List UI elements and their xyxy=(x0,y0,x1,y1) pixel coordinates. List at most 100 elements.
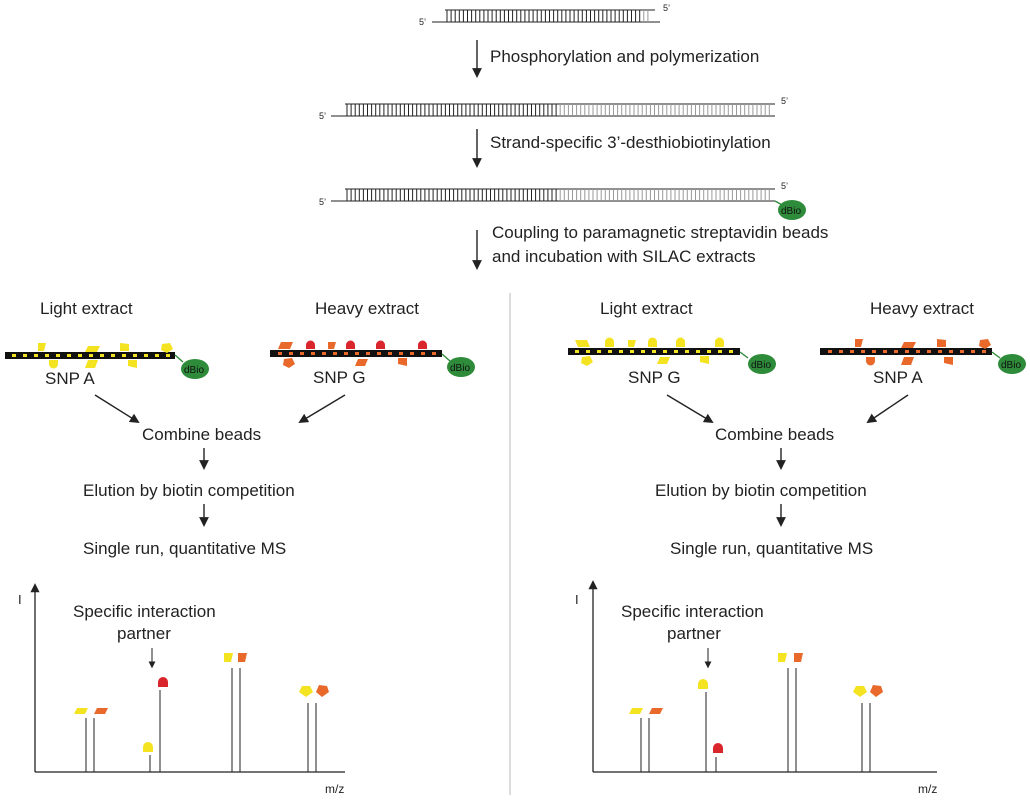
bead-dot xyxy=(23,354,27,357)
bead-dot xyxy=(410,352,414,355)
left-heavy-snp-label: SNP G xyxy=(313,368,366,387)
left-peak-light-parallelogram xyxy=(74,708,88,714)
right-light-biotin-label: dBio xyxy=(751,360,771,371)
right-peak-specific-dome xyxy=(713,743,723,753)
bead-dot xyxy=(166,354,170,357)
bead-dot xyxy=(289,352,293,355)
five-prime-label-left-mid: 5’ xyxy=(319,111,326,121)
right-peak-light-dome xyxy=(698,679,708,689)
left-combine-beads-label: Combine beads xyxy=(142,425,261,444)
five-prime-label-right-top: 5’ xyxy=(663,3,670,13)
left-peak-heavy-parallelogram xyxy=(94,708,108,714)
dna-oligo-short: 5’ 5’ xyxy=(419,3,670,27)
right-annotation-line1: Specific interaction xyxy=(621,602,764,621)
right-heavy-biotin-tag xyxy=(998,354,1026,374)
bead-dot xyxy=(56,354,60,357)
bead-dot xyxy=(12,354,16,357)
bead-dot xyxy=(322,352,326,355)
bead-dot xyxy=(960,350,964,353)
left-panel: Light extract Heavy extract dBio SNP A d… xyxy=(5,299,475,796)
bead-dot xyxy=(300,352,304,355)
right-heavy-strand: dBio xyxy=(820,339,1026,374)
bead-dot xyxy=(663,350,667,353)
left-ms-label: Single run, quantitative MS xyxy=(83,539,286,558)
right-arrow-heavy-to-combine xyxy=(866,394,909,424)
bead-dot xyxy=(718,350,722,353)
bead-dot xyxy=(597,350,601,353)
bead-dot xyxy=(828,350,832,353)
step-coupling-label-line1: Coupling to paramagnetic streptavidin be… xyxy=(492,223,828,242)
bead-dot xyxy=(421,352,425,355)
left-arrow-light-to-combine xyxy=(94,394,140,424)
left-peak-heavy-pentagon xyxy=(316,685,329,697)
bead-dot xyxy=(850,350,854,353)
right-light-strand: dBio xyxy=(568,337,776,374)
right-light-extract-label: Light extract xyxy=(600,299,693,318)
bead-dot xyxy=(982,350,986,353)
desthiobiotin-tag xyxy=(778,200,806,220)
left-x-axis-label: m/z xyxy=(325,782,344,796)
bead-dot xyxy=(861,350,865,353)
left-annotation-line1: Specific interaction xyxy=(73,602,216,621)
left-heavy-biotin-label: dBio xyxy=(450,363,470,374)
bead-dot xyxy=(311,352,315,355)
bead-dot xyxy=(133,354,137,357)
left-peak-light-clip xyxy=(224,653,233,662)
bead-dot xyxy=(894,350,898,353)
bead-dot xyxy=(355,352,359,355)
bead-dot xyxy=(45,354,49,357)
bead-dot xyxy=(971,350,975,353)
right-arrow-light-to-combine xyxy=(666,394,714,424)
right-peak-heavy-pentagon xyxy=(870,685,883,697)
bead-dot xyxy=(729,350,733,353)
left-y-axis-label: I xyxy=(18,592,22,607)
bead-dot xyxy=(839,350,843,353)
left-heavy-biotin-tag xyxy=(447,357,475,377)
bead-dot xyxy=(905,350,909,353)
right-x-axis-label: m/z xyxy=(918,782,937,796)
bead-dot xyxy=(938,350,942,353)
bead-dot xyxy=(586,350,590,353)
right-light-snp-label: SNP G xyxy=(628,368,681,387)
bead-dot xyxy=(388,352,392,355)
left-light-biotin-tag xyxy=(181,359,209,379)
bead-dot xyxy=(399,352,403,355)
bead-dot xyxy=(949,350,953,353)
right-heavy-snp-label: SNP A xyxy=(873,368,923,387)
bead-dot xyxy=(278,352,282,355)
bead-dot xyxy=(927,350,931,353)
five-prime-label-left-top: 5’ xyxy=(419,17,426,27)
left-elution-label: Elution by biotin competition xyxy=(83,481,295,500)
right-ms-label: Single run, quantitative MS xyxy=(670,539,873,558)
left-peak-light-pentagon xyxy=(299,686,313,697)
step-coupling-label-line2: and incubation with SILAC extracts xyxy=(492,247,756,266)
dna-polymer: 5’ 5’ xyxy=(319,96,788,121)
bead-dot xyxy=(111,354,115,357)
right-peak-light-clip xyxy=(778,653,787,662)
dna-biotinylated: 5’ 5’ dBio xyxy=(319,181,806,220)
right-elution-label: Elution by biotin competition xyxy=(655,481,867,500)
bead-dot xyxy=(685,350,689,353)
left-light-biotin-label: dBio xyxy=(184,365,204,376)
right-panel: Light extract Heavy extract dBio SNP G d… xyxy=(568,299,1026,796)
bead-dot xyxy=(641,350,645,353)
bead-dot xyxy=(377,352,381,355)
five-prime-label-right-bottom: 5’ xyxy=(781,181,788,191)
right-heavy-extract-label: Heavy extract xyxy=(870,299,974,318)
left-heavy-extract-label: Heavy extract xyxy=(315,299,419,318)
left-arrow-heavy-to-combine xyxy=(298,394,346,424)
step-phosphorylation-label: Phosphorylation and polymerization xyxy=(490,47,759,66)
right-heavy-biotin-label: dBio xyxy=(1001,360,1021,371)
left-light-snp-label: SNP A xyxy=(45,369,95,388)
desthiobiotin-tag-label: dBio xyxy=(781,206,801,217)
left-peak-heavy-clip xyxy=(238,653,247,662)
bead-dot xyxy=(696,350,700,353)
right-ms-spectrum: I m/z Specific interaction partner xyxy=(575,580,937,796)
bead-dot xyxy=(67,354,71,357)
left-ms-spectrum: I m/z Specific interaction partner xyxy=(18,583,345,796)
left-annotation-line2: partner xyxy=(117,624,171,643)
left-heavy-strand: dBio xyxy=(270,340,475,377)
left-peak-light-dome xyxy=(143,742,153,752)
right-peak-heavy-parallelogram xyxy=(649,708,663,714)
